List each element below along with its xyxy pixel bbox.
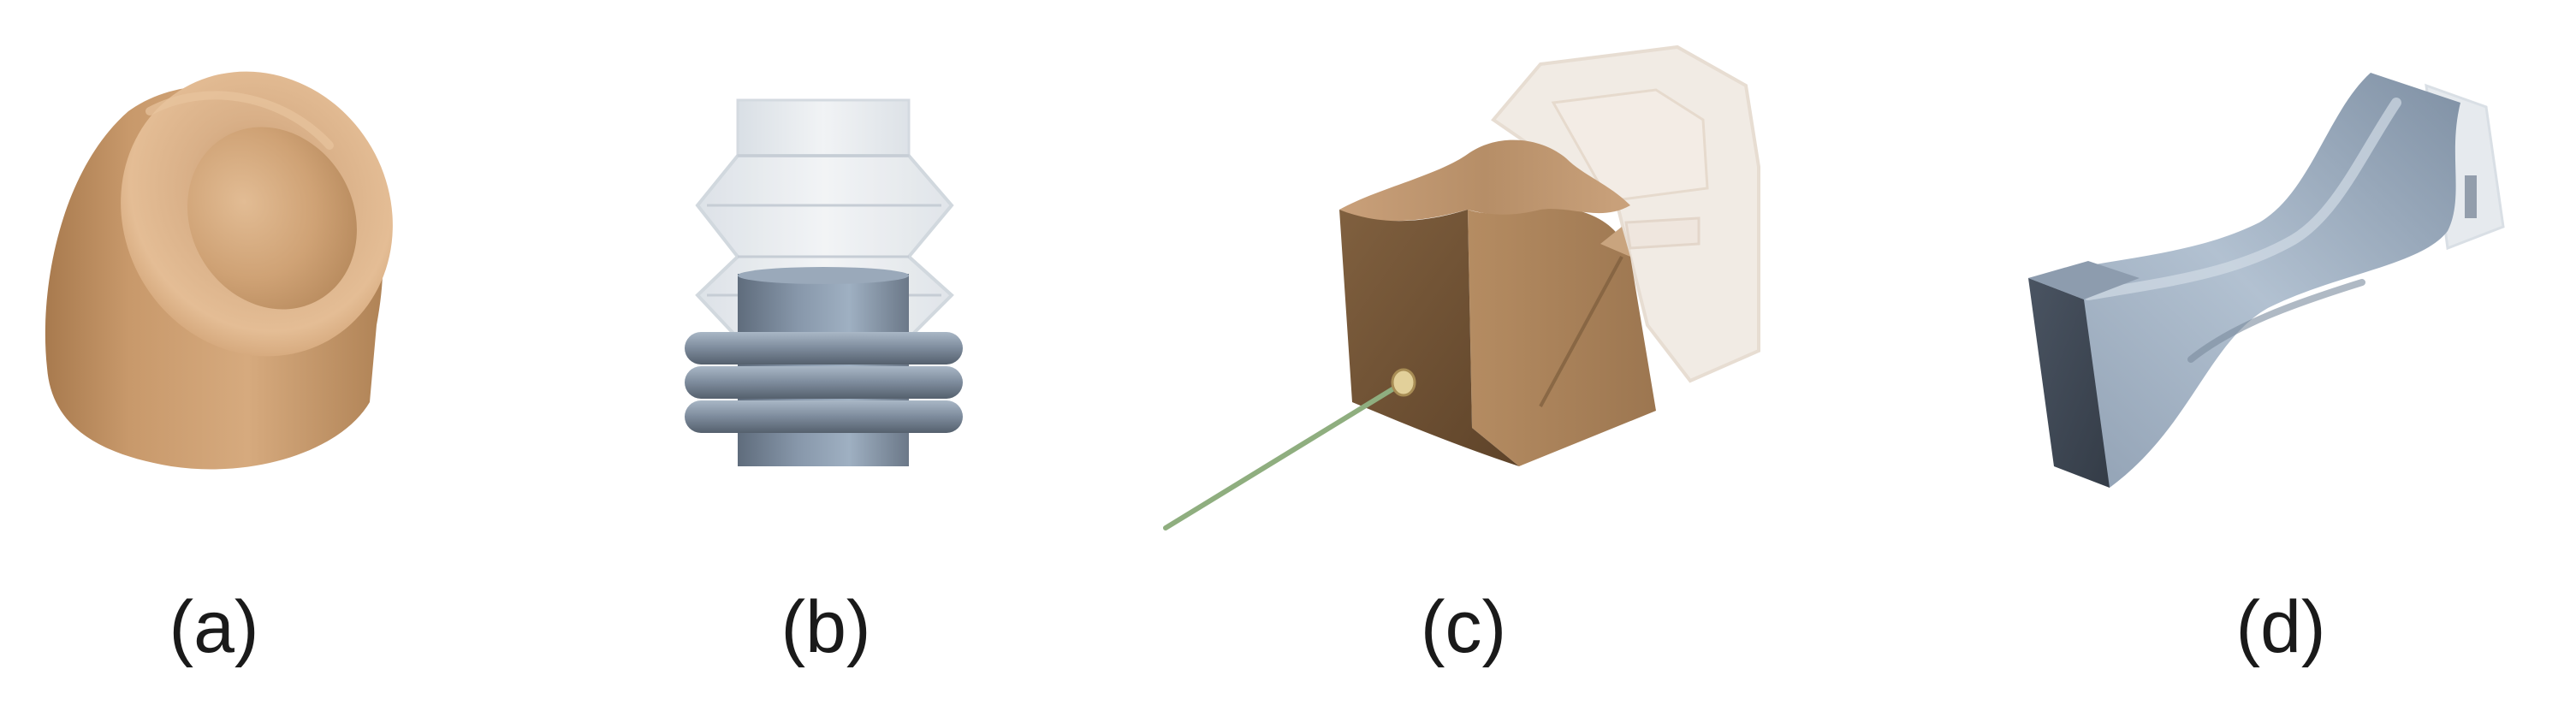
ring-1-b: [685, 332, 963, 364]
rim-highlight-a: [145, 91, 334, 150]
fiber-c: [1163, 380, 1406, 530]
block-front-c: [1339, 210, 1519, 466]
twist-shadow-d: [2187, 279, 2365, 363]
panel-label-a: (a): [169, 586, 259, 668]
front-face-d: [2028, 278, 2110, 488]
tilted-cylinder-with-dimple: [45, 71, 393, 470]
bellows-actuator: [685, 98, 963, 466]
side-seam-c: [1539, 256, 1623, 407]
ring-2-b: [685, 366, 963, 399]
panel-label-b: (b): [781, 586, 871, 668]
steel-top-b: [738, 267, 909, 284]
ghost-mold-slot-c: [1624, 216, 1701, 250]
block-with-fiber: [1163, 44, 1760, 530]
slot-d: [2465, 175, 2477, 218]
twist-highlight-d: [2083, 98, 2401, 300]
ghost-fold-lines-b: [707, 154, 941, 297]
side-notch-c: [1600, 227, 1630, 257]
block-top-c: [1339, 139, 1630, 222]
panel-label-d: (d): [2235, 586, 2326, 668]
panel-label-c: (c): [1420, 586, 1507, 668]
block-side-c: [1468, 205, 1656, 467]
ghost-cap-b: [736, 98, 911, 157]
fiber-port-c: [1391, 368, 1416, 397]
ring-3-b: [685, 400, 963, 433]
twisted-bar: [2028, 73, 2505, 488]
dimple-a: [187, 127, 357, 310]
front-top-d: [2028, 261, 2140, 299]
